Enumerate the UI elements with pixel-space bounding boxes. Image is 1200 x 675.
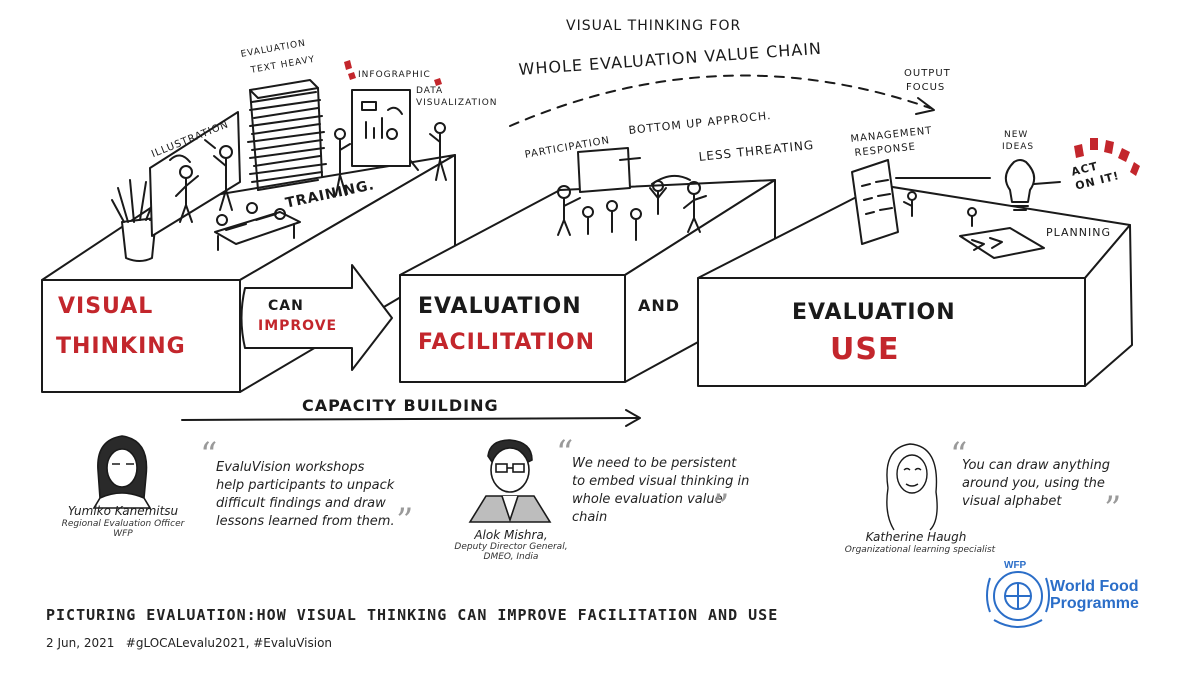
person-role: Regional Evaluation Officer (61, 519, 185, 529)
quote-text: EvaluVision workshops help participants … (216, 460, 395, 529)
label-data: DATA (416, 86, 444, 96)
quote-close-mark: ” (1104, 489, 1122, 529)
pencil-cup-sketch (111, 179, 167, 262)
connector-and: AND (638, 296, 681, 315)
quote-close-mark: ” (712, 487, 730, 527)
output-focus-line-2: FOCUS (906, 82, 946, 93)
arc-title-line-1: VISUAL THINKING for (566, 18, 742, 34)
person-name: Yumiko Kanemitsu (67, 504, 179, 518)
capacity-building-label: CAPACITY BUILDING (302, 396, 499, 415)
label-new: NEW (1004, 130, 1029, 140)
illustration-canvas-sketch (149, 111, 241, 237)
quote-close-mark: ” (396, 501, 414, 541)
evaluation-facilitation-line-1: EVALUATION (418, 294, 582, 319)
planning-map-sketch (959, 227, 1045, 259)
person-name: Alok Mishra, (474, 528, 548, 542)
connector-improve: IMPROVE (258, 318, 338, 334)
person-role: WFP (113, 529, 133, 539)
evaluation-facilitation-line-2: FACILITATION (418, 330, 595, 355)
book-stack-sketch (247, 79, 327, 191)
label-infographic: INFOGRAPHIC (358, 70, 431, 80)
lightbulb-sketch (1004, 159, 1061, 211)
label-ideas: IDEAS (1002, 142, 1035, 152)
wfp-logo-name-line-2: Programme (1050, 595, 1139, 612)
management-response-sketch (851, 159, 991, 245)
quote-open-mark: “ (200, 435, 218, 475)
portrait-yumiko (92, 435, 152, 509)
infographic-board-sketch (334, 89, 419, 196)
visual-thinking-line-2: THINKING (56, 334, 186, 359)
label-planning: PLANNING (1046, 226, 1111, 239)
label-visualization: VISUALIZATION (416, 98, 498, 108)
person-role: DMEO, India (483, 552, 539, 562)
connector-can: CAN (268, 298, 304, 314)
value-chain-arc (509, 74, 931, 127)
portrait-alok (468, 439, 552, 523)
improve-arrow (240, 264, 393, 371)
output-focus-line-1: OUTPUT (904, 68, 951, 79)
wfp-emblem (986, 571, 1050, 628)
evaluation-use-line-1: EVALUATION (792, 300, 956, 325)
quote-open-mark: “ (950, 435, 968, 475)
training-table-sketch (214, 202, 301, 251)
wfp-logo-abbr: WFP (1004, 560, 1027, 571)
person-name: Katherine Haugh (865, 530, 967, 544)
data-viz-figure (429, 122, 447, 181)
red-accents (344, 60, 1140, 176)
quote-text: You can draw anything around you, using … (962, 458, 1110, 509)
portrait-katherine (886, 443, 938, 531)
capacity-building-arrow (181, 409, 641, 427)
person-role: Deputy Director General, (454, 542, 568, 552)
participation-sketch (557, 147, 707, 241)
visual-thinking-line-1: VISUAL (58, 294, 154, 319)
evaluation-use-block (697, 184, 1133, 387)
footer-meta: 2 Jun, 2021 #gLOCALevalu2021, #EvaluVisi… (46, 636, 333, 650)
person-role: Organizational learning specialist (844, 545, 996, 555)
quote-text: We need to be persistent to embed visual… (572, 456, 750, 525)
wfp-logo-name-line-1: World Food (1050, 578, 1139, 595)
quote-open-mark: “ (556, 433, 574, 473)
footer-title: PICTURING EVALUATION:HOW VISUAL THINKING… (46, 606, 779, 624)
evaluation-use-line-2: USE (830, 332, 900, 367)
